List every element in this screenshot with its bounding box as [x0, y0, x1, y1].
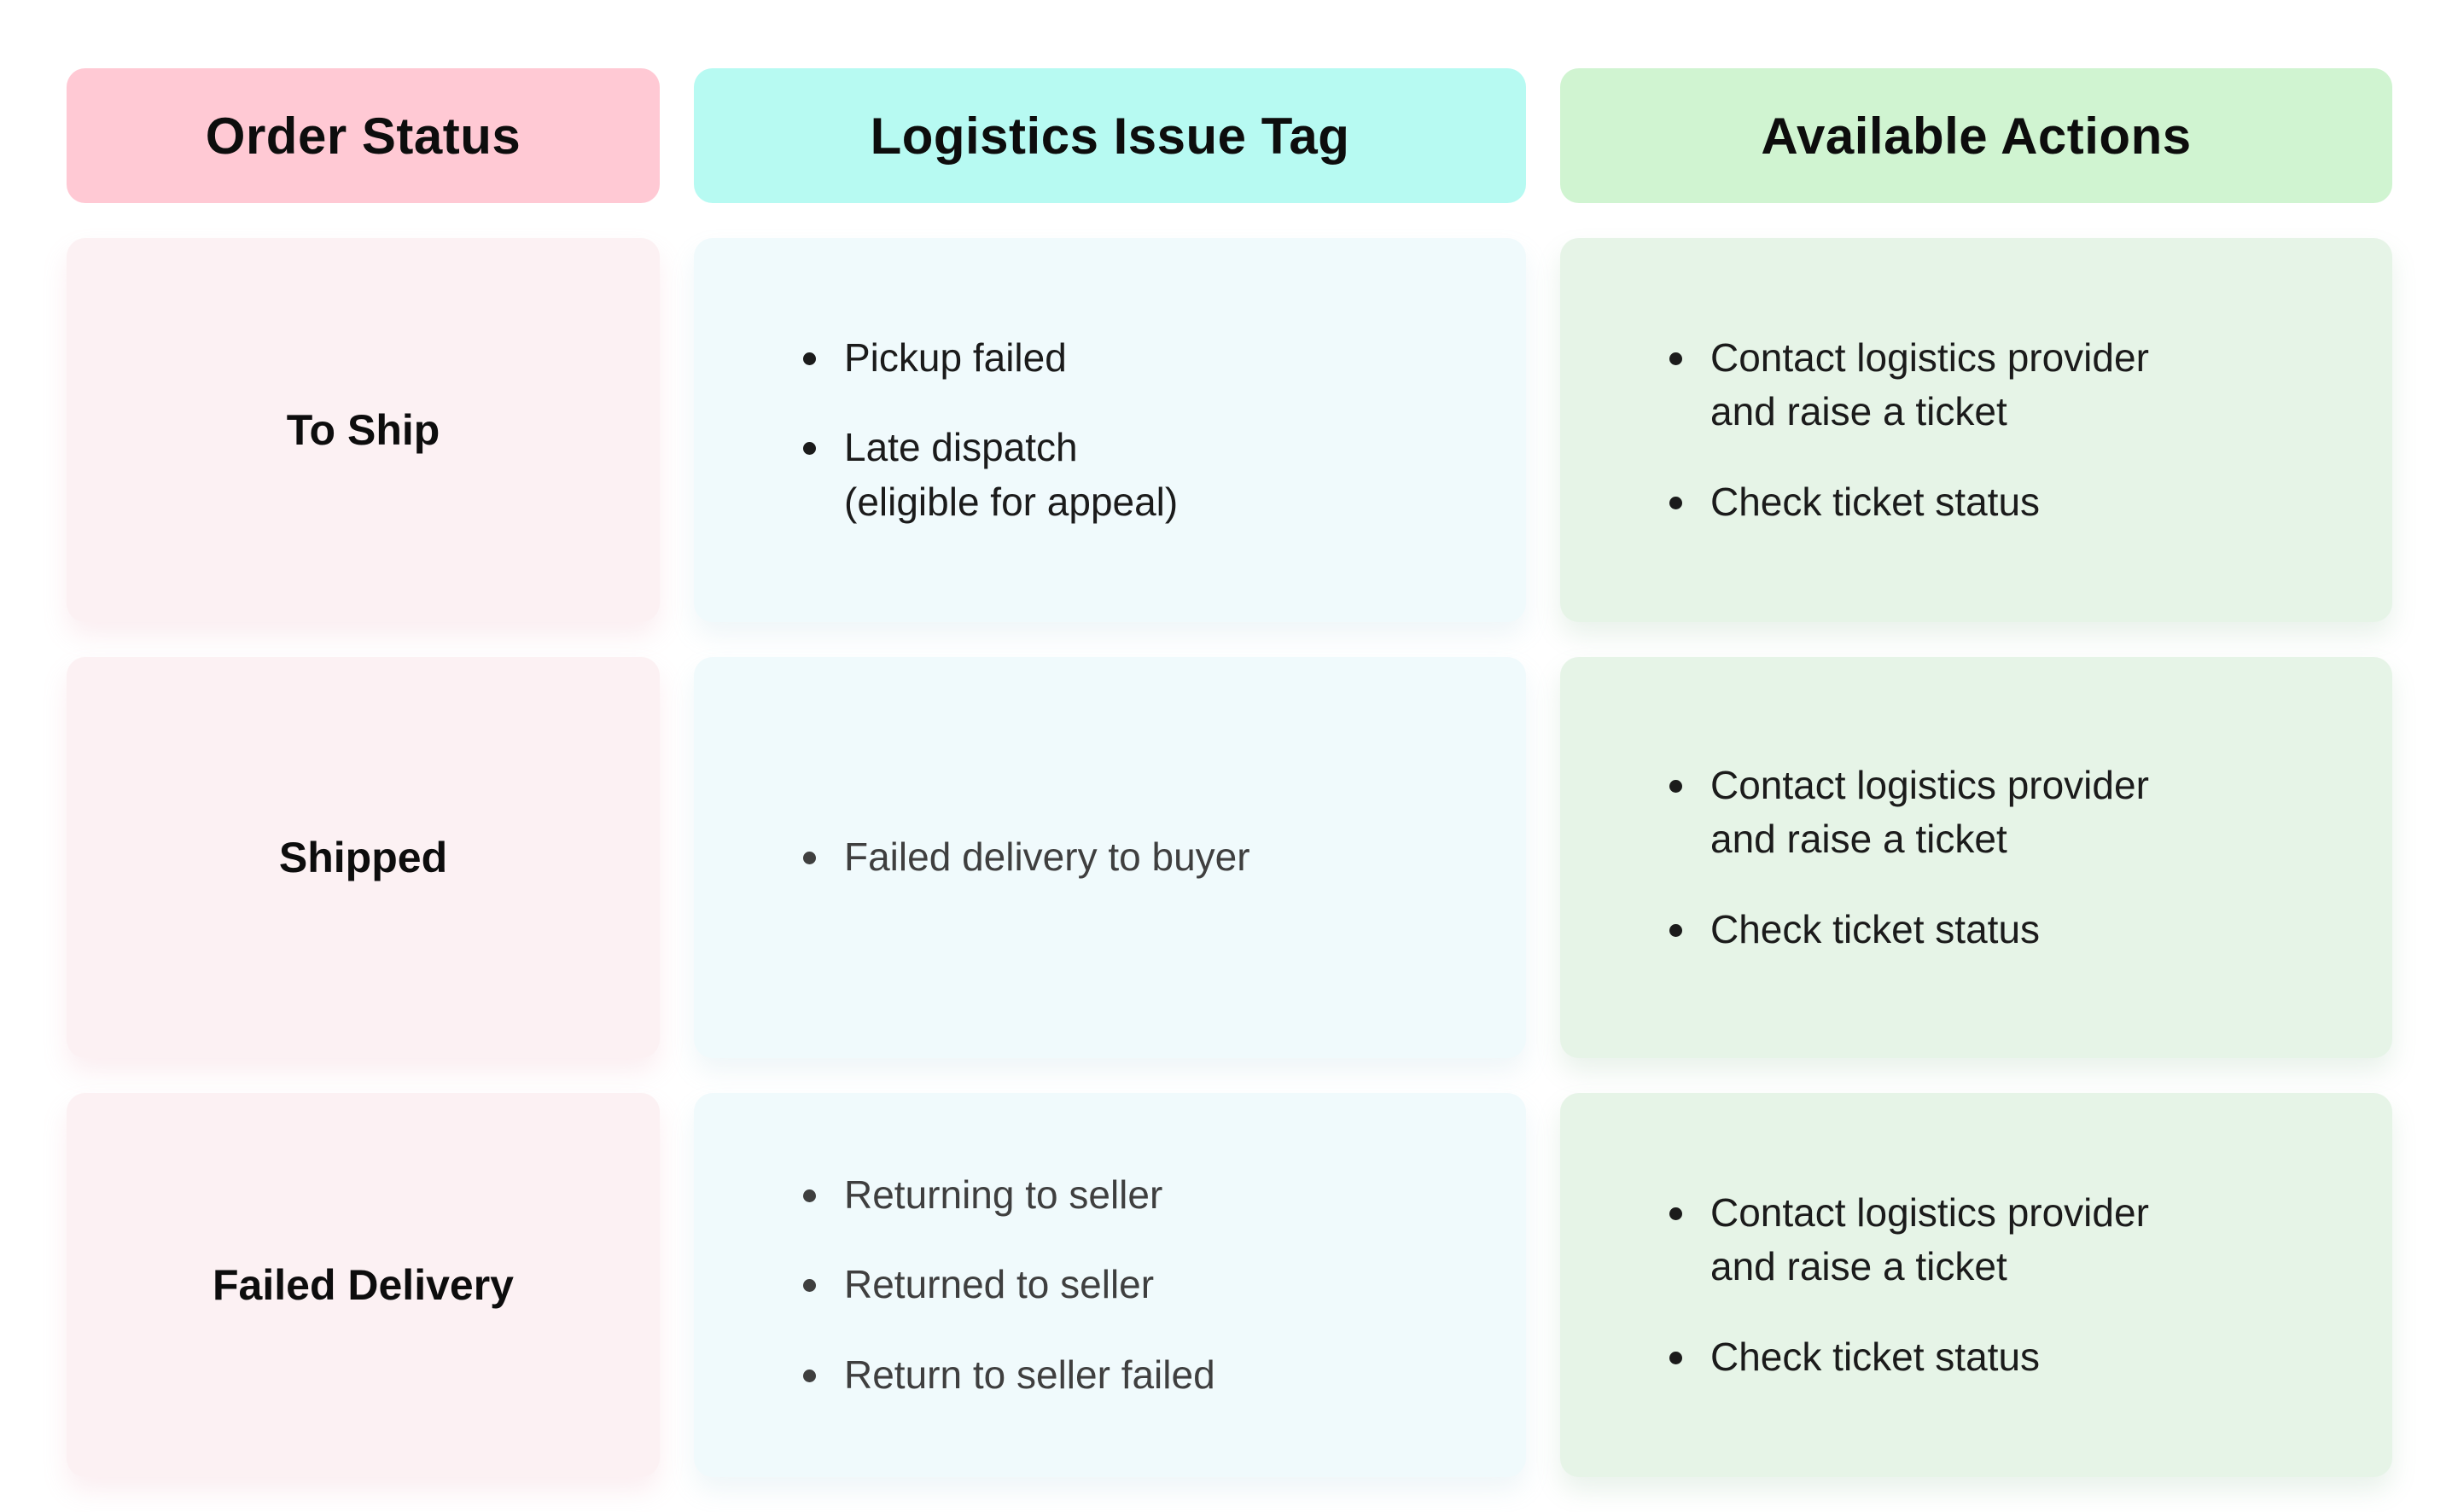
column-header-logistics-issue-tag: Logistics Issue Tag [694, 68, 1526, 203]
table-grid: Order Status Logistics Issue Tag Availab… [67, 68, 2392, 1477]
issue-item: Failed delivery to buyer [789, 830, 1250, 884]
action-item: Contact logistics provider and raise a t… [1656, 1186, 2149, 1294]
column-header-order-status: Order Status [67, 68, 660, 203]
status-label: To Ship [286, 406, 440, 454]
issues-cell-to-ship: Pickup failed Late dispatch (eligible fo… [694, 238, 1526, 622]
action-list: Contact logistics provider and raise a t… [1560, 759, 2192, 957]
issue-list: Pickup failed Late dispatch (eligible fo… [694, 331, 1220, 529]
status-cell-failed-delivery: Failed Delivery [67, 1093, 660, 1477]
status-cell-shipped: Shipped [67, 657, 660, 1058]
issue-item: Returned to seller [789, 1258, 1215, 1311]
issues-cell-shipped: Failed delivery to buyer [694, 657, 1526, 1058]
actions-cell-to-ship: Contact logistics provider and raise a t… [1560, 238, 2392, 622]
issue-list: Returning to seller Returned to seller R… [694, 1168, 1258, 1402]
column-header-available-actions: Available Actions [1560, 68, 2392, 203]
action-item: Contact logistics provider and raise a t… [1656, 331, 2149, 439]
action-item: Contact logistics provider and raise a t… [1656, 759, 2149, 867]
issues-cell-failed-delivery: Returning to seller Returned to seller R… [694, 1093, 1526, 1477]
status-label: Failed Delivery [213, 1261, 514, 1309]
action-item: Check ticket status [1656, 475, 2149, 529]
actions-cell-shipped: Contact logistics provider and raise a t… [1560, 657, 2392, 1058]
issue-item: Late dispatch (eligible for appeal) [789, 421, 1178, 529]
action-list: Contact logistics provider and raise a t… [1560, 1186, 2192, 1384]
issue-item: Pickup failed [789, 331, 1178, 385]
issue-list: Failed delivery to buyer [694, 830, 1293, 884]
action-item: Check ticket status [1656, 903, 2149, 957]
status-cell-to-ship: To Ship [67, 238, 660, 622]
action-item: Check ticket status [1656, 1330, 2149, 1384]
status-label: Shipped [278, 834, 448, 881]
actions-cell-failed-delivery: Contact logistics provider and raise a t… [1560, 1093, 2392, 1477]
issue-item: Returning to seller [789, 1168, 1215, 1222]
action-list: Contact logistics provider and raise a t… [1560, 331, 2192, 529]
issue-item: Return to seller failed [789, 1348, 1215, 1402]
